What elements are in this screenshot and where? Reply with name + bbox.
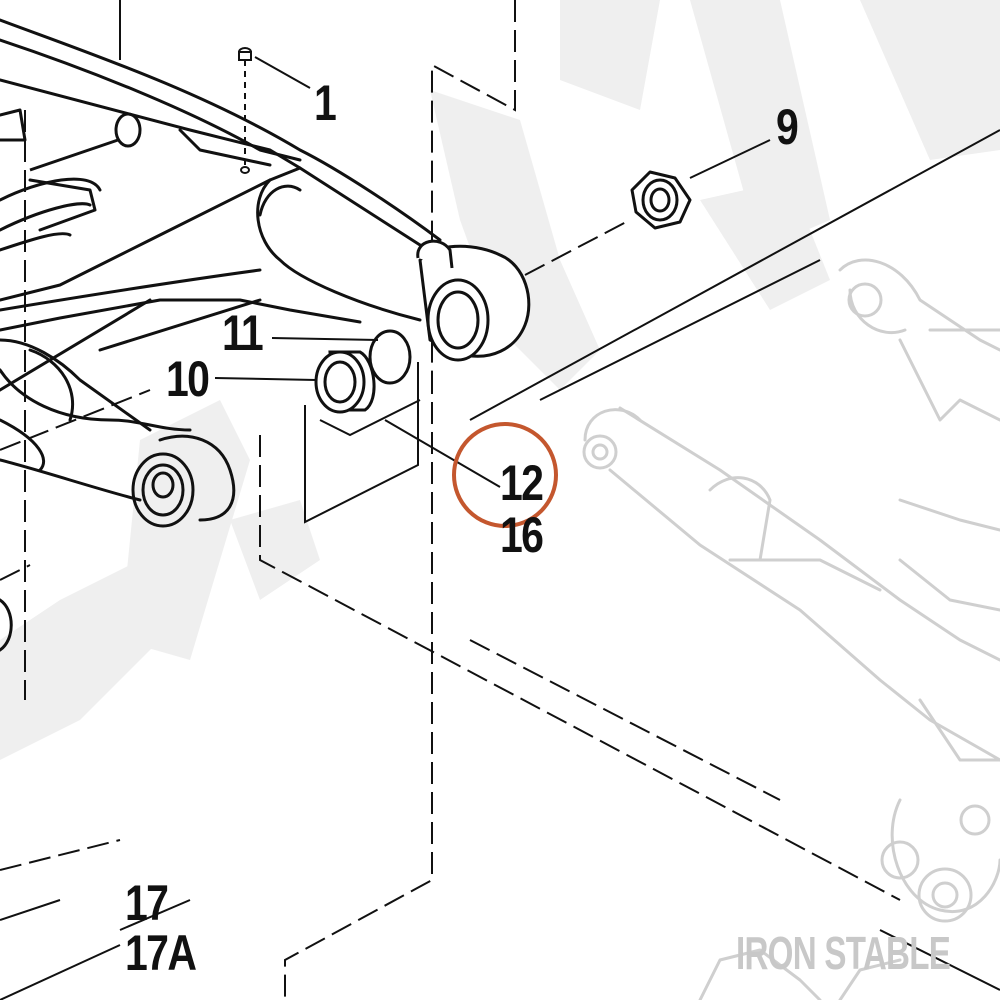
frame-hole: [29, 112, 142, 172]
callout-1: 1: [314, 75, 337, 131]
callout-17a: 17A: [125, 925, 197, 981]
swingarm: [0, 18, 442, 652]
alignment-lines: [0, 0, 901, 1000]
callout-17: 17: [125, 875, 169, 931]
callout-12: 12: [500, 455, 544, 511]
part-12-highlight-ring: [452, 422, 558, 528]
pivot-housing: [416, 239, 531, 362]
part-9-flange-nut: [630, 170, 692, 230]
callout-9: 9: [776, 99, 799, 155]
pivot-eye: [131, 452, 195, 528]
callout-16: 16: [500, 507, 544, 563]
ghost-link-assembly: [582, 258, 1000, 1002]
callout-10: 10: [166, 351, 210, 407]
background-watermark: [0, 0, 1000, 760]
assembly-brackets: [304, 362, 421, 524]
part-10-bearing: [314, 350, 376, 414]
callout-11: 11: [222, 305, 264, 361]
part-11-seal: [368, 329, 412, 385]
part-1-cap-screw: [238, 47, 252, 174]
brand-watermark: IRON STABLE: [736, 927, 951, 979]
leader-lines: [0, 56, 771, 1001]
